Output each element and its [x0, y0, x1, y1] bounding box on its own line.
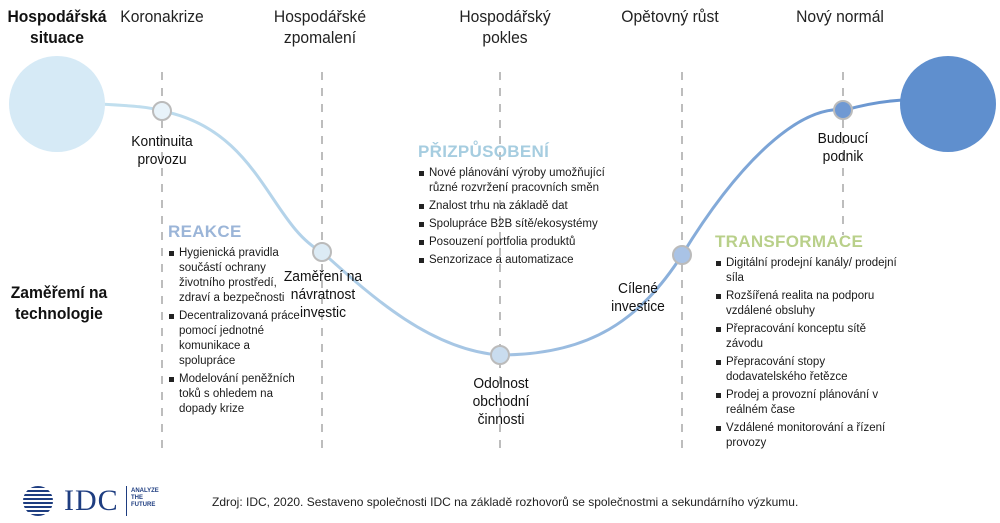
phase-regrowth: Opětovný růst: [621, 7, 719, 26]
node-label-future: Budoucí podnik: [817, 130, 869, 165]
list-item: Modelování peněžních toků s ohledem na d…: [168, 372, 308, 417]
phase-slowdown: Hospodářské zpomalení: [273, 7, 367, 47]
node-dot-future: [833, 100, 853, 120]
node-label-resilience: Odolnost obchodní činnosti: [472, 375, 530, 428]
section-transformation-title: TRANSFORMACE: [715, 232, 864, 251]
node-dot-roi: [312, 242, 332, 262]
list-item: Prodej a provozní plánování v reálném ča…: [715, 388, 905, 418]
technology-focus-label: Zaměřemí na technologie: [10, 283, 108, 323]
phase-situation: Hospodářská situace: [7, 7, 107, 47]
list-item: Přepracování stopy dodavatelského řetězc…: [715, 355, 905, 385]
list-item: Digitální prodejní kanály/ prodejní síla: [715, 256, 905, 286]
phase-decline: Hospodářský pokles: [459, 7, 551, 47]
logo-tagline: ANALYZE THE FUTURE: [131, 488, 159, 508]
section-adaptation: PŘIZPŮSOBENÍ Nové plánování výroby umožň…: [418, 142, 618, 271]
section-adaptation-list: Nové plánování výroby umožňující různé r…: [418, 166, 618, 268]
list-item: Vzdálené monitorování a řízení provozy: [715, 421, 905, 451]
list-item: Posouzení portfolia produktů: [418, 235, 618, 250]
start-circle: [9, 56, 105, 152]
section-adaptation-title: PŘIZPŮSOBENÍ: [418, 142, 550, 161]
node-dot-continuity: [152, 101, 172, 121]
phase-crisis: Koronakrize: [120, 7, 204, 26]
list-item: Spolupráce B2B sítě/ekosystémy: [418, 217, 618, 232]
logo-divider: [126, 486, 127, 516]
node-dot-resilience: [490, 345, 510, 365]
list-item: Přepracování konceptu sítě závodu: [715, 322, 905, 352]
node-label-targeted: Cílené investice: [611, 280, 665, 315]
list-item: Rozšířená realita na podporu vzdálené ob…: [715, 289, 905, 319]
section-transformation-list: Digitální prodejní kanály/ prodejní síla…: [715, 256, 905, 451]
list-item: Nové plánování výroby umožňující různé r…: [418, 166, 618, 196]
list-item: Znalost trhu na základě dat: [418, 199, 618, 214]
list-item: Decentralizovaná práce pomocí jednotné k…: [168, 309, 308, 369]
node-dot-targeted: [672, 245, 692, 265]
list-item: Hygienická pravidla součástí ochrany živ…: [168, 246, 308, 306]
section-reaction: REAKCE Hygienická pravidla součástí ochr…: [168, 222, 308, 420]
logo-text: IDC: [64, 484, 119, 517]
list-item: Senzorizace a automatizace: [418, 253, 618, 268]
node-label-roi: Zaměření na návratnost investic: [283, 268, 363, 321]
phase-new-normal: Nový normál: [796, 7, 884, 26]
end-circle: [900, 56, 996, 152]
idc-logo: IDC ANALYZE THE FUTURE: [18, 484, 193, 518]
section-reaction-list: Hygienická pravidla součástí ochrany živ…: [168, 246, 308, 417]
source-note: Zdroj: IDC, 2020. Sestaveno společnosti …: [212, 495, 799, 509]
section-reaction-title: REAKCE: [168, 222, 242, 241]
globe-icon: [23, 486, 53, 516]
node-label-continuity: Kontinuita provozu: [131, 133, 193, 168]
section-transformation: TRANSFORMACE Digitální prodejní kanály/ …: [715, 232, 905, 454]
